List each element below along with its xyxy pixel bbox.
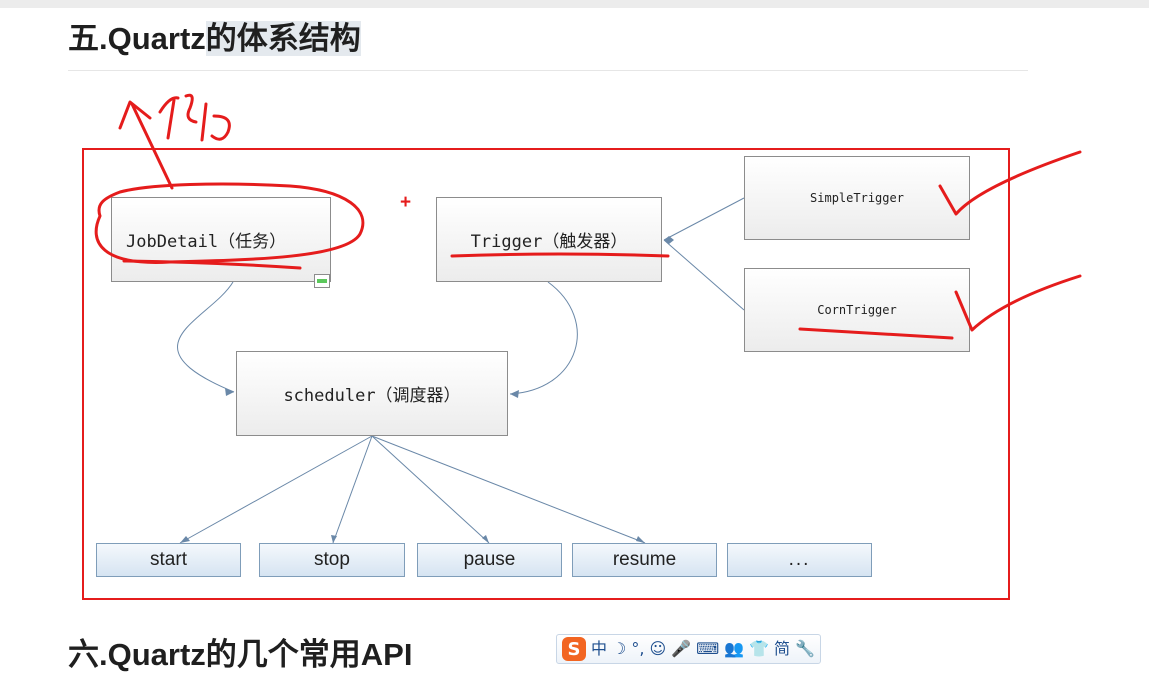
diagram-frame [82, 148, 1010, 600]
ime-toolbar[interactable]: S 中 ☽ °, ☺ 🎤 ⌨ 👥 👕 简 🔧 [556, 634, 821, 664]
sogou-logo-icon[interactable]: S [562, 637, 586, 661]
arrowhead-start [180, 536, 190, 543]
stop-button[interactable]: stop [259, 543, 405, 577]
arrowhead-stop [331, 535, 337, 543]
start-button[interactable]: start [96, 543, 241, 577]
simplified-chinese-icon[interactable]: 简 [774, 639, 791, 658]
microphone-icon[interactable]: 🎤 [671, 639, 692, 658]
inheritance-diamond [664, 236, 674, 244]
section-5-heading-prefix: 五.Quartz [68, 21, 206, 56]
connector-trigger-to-scheduler [509, 281, 578, 395]
arrowhead-scheduler-left [225, 388, 234, 396]
corn-trigger-label: CornTrigger [817, 303, 897, 317]
trigger-label: Trigger（触发器） [470, 232, 628, 252]
top-scroll-strip [0, 0, 1149, 8]
annotation-underline-trigger [450, 252, 670, 258]
connector-corn-to-trigger [663, 239, 745, 311]
resize-handle-icon[interactable] [314, 274, 330, 288]
emoji-icon[interactable]: ☺ [649, 639, 667, 658]
arrowhead-resume [636, 536, 645, 543]
annotation-scribble [158, 93, 231, 142]
skin-shirt-icon[interactable]: 👕 [749, 639, 769, 658]
simple-trigger-label: SimpleTrigger [810, 191, 904, 205]
user-icon[interactable]: 👥 [724, 639, 745, 658]
annotation-underline-jobdetail [122, 259, 302, 270]
wrench-icon[interactable]: 🔧 [795, 639, 815, 658]
plus-sign: + [400, 192, 412, 213]
section-5-heading-highlight: 的体系结构 [205, 21, 361, 56]
heading-divider [68, 70, 1028, 71]
halfwidth-moon-icon[interactable]: ☽ [612, 639, 627, 658]
annotation-arrow-head [118, 100, 152, 130]
scheduler-box: scheduler（调度器） [236, 351, 508, 436]
more-button[interactable]: ... [727, 543, 872, 577]
arrowhead-scheduler-right [510, 390, 519, 398]
job-detail-label: JobDetail（任务） [126, 232, 287, 252]
section-5-heading: 五.Quartz的体系结构 [68, 20, 361, 58]
simple-trigger-box: SimpleTrigger [744, 156, 970, 240]
chinese-mode-icon[interactable]: 中 [591, 639, 608, 658]
annotation-arrow-shaft [130, 102, 174, 190]
section-6-heading: 六.Quartz的几个常用API [68, 637, 413, 672]
annotation-check-corn [954, 274, 1082, 332]
resume-button[interactable]: resume [572, 543, 717, 577]
connector-scheduler-to-stop [332, 435, 373, 544]
annotation-check-simple [938, 150, 1082, 216]
connector-scheduler-to-start [179, 435, 373, 544]
connector-simple-to-trigger [663, 197, 745, 241]
connector-job-to-scheduler [177, 281, 235, 393]
keyboard-icon[interactable]: ⌨ [696, 639, 720, 658]
scheduler-label: scheduler（调度器） [283, 386, 461, 406]
arrowhead-pause [482, 535, 489, 543]
trigger-box: Trigger（触发器） [436, 197, 662, 282]
annotation-circle-jobdetail [94, 182, 365, 264]
annotation-underline-corn [798, 327, 954, 340]
punctuation-icon[interactable]: °, [631, 639, 645, 658]
connector-scheduler-to-pause [371, 435, 490, 544]
connector-scheduler-to-resume [371, 435, 646, 544]
pause-button[interactable]: pause [417, 543, 562, 577]
